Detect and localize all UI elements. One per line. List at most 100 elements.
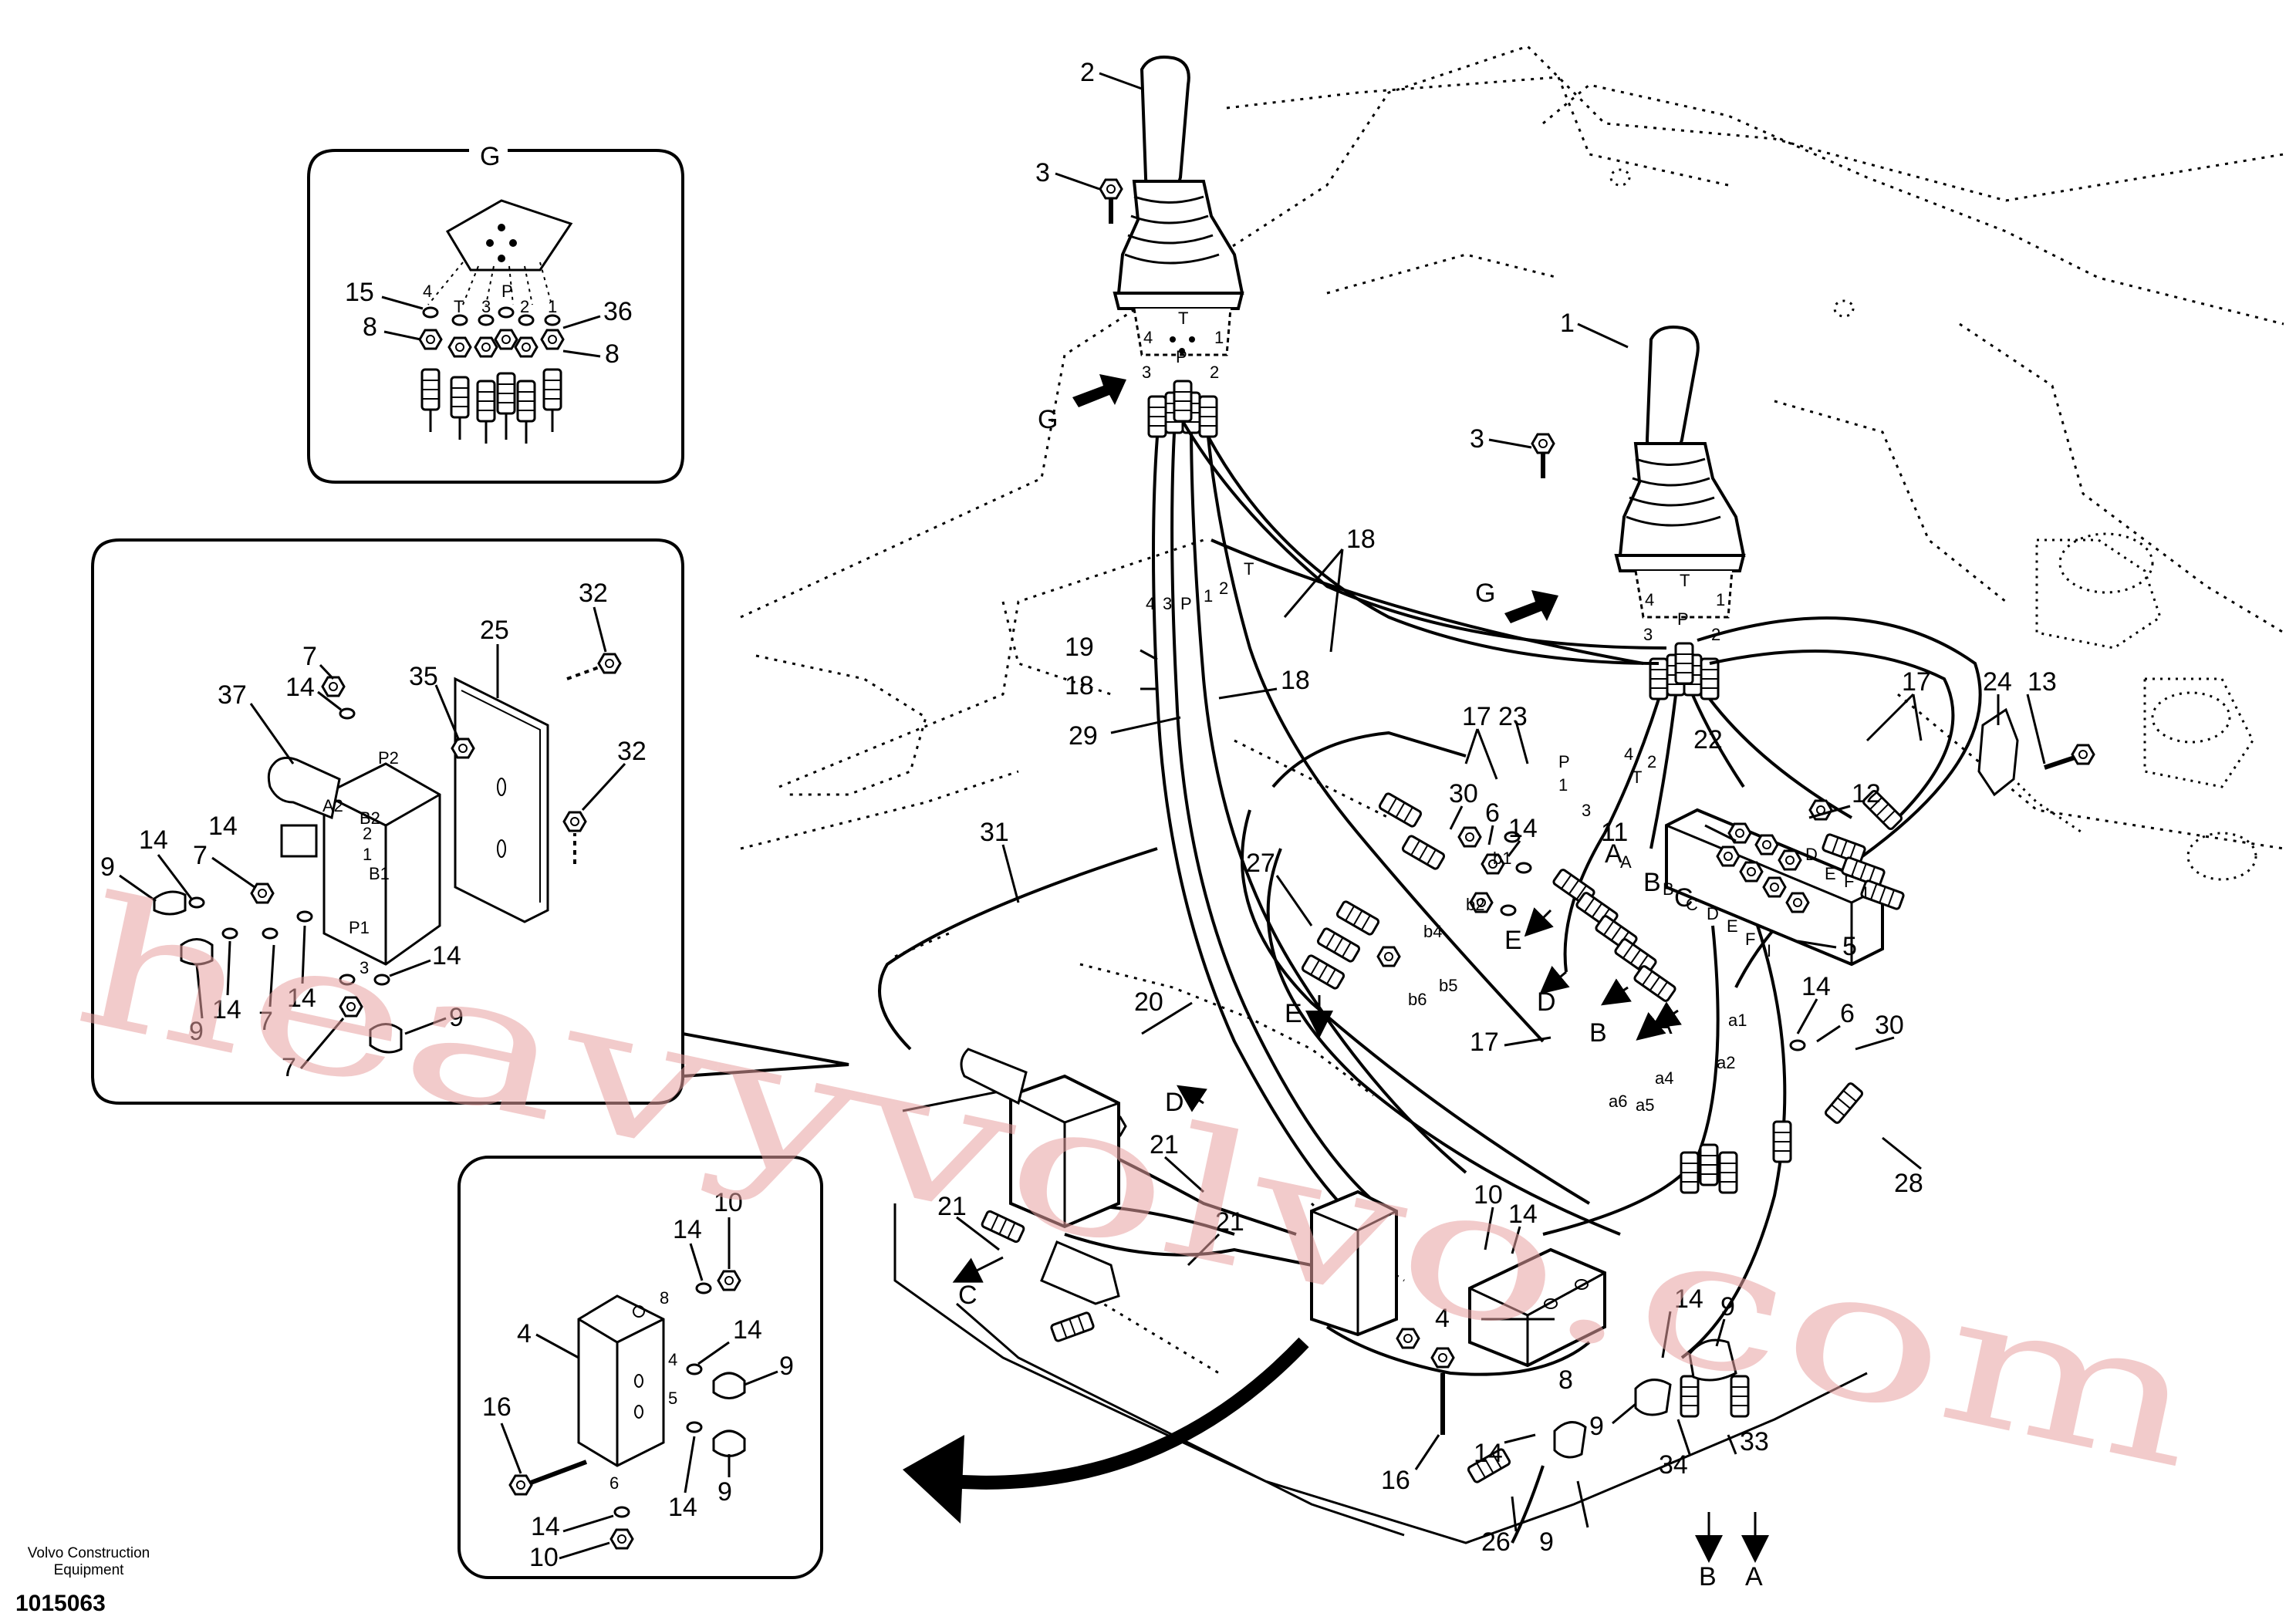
inset-valve-callout-7-bottom-a: 7 <box>258 1007 273 1036</box>
callout-20: 20 <box>1134 987 1163 1017</box>
manifold-port-c: C <box>1686 895 1698 914</box>
inset-valve-port-b2: B2 <box>360 808 380 828</box>
inset-valve-callout-9-left: 9 <box>100 852 115 882</box>
left-joystick-port-2: 2 <box>1210 363 1219 382</box>
label-d-lower: D <box>1537 987 1556 1017</box>
callout-14-lower-right: 14 <box>1674 1284 1703 1314</box>
inset-block-bolt-16 <box>523 1460 588 1487</box>
view-g-label-right: G <box>1475 579 1495 608</box>
inset-block-port-4: 4 <box>668 1350 677 1369</box>
manifold-port-d-right: D <box>1805 845 1818 864</box>
inset-block-port-8: 8 <box>660 1288 669 1308</box>
inset-valve-solenoid-block <box>322 762 441 966</box>
inset-valve-port-1: 1 <box>363 845 372 864</box>
inset-valve-callout-14-bottom-b: 14 <box>287 984 316 1013</box>
elbow-9 <box>1553 1338 1737 1459</box>
right-joystick-port-1: 1 <box>1716 590 1725 609</box>
inset-block-callout-4: 4 <box>517 1319 532 1348</box>
manifold-port-a: A <box>1620 852 1632 872</box>
inset-g-hose-fittings <box>420 368 562 423</box>
bolt-13 <box>2044 744 2095 770</box>
hose-port-p: P <box>1180 594 1192 613</box>
callout-4: 4 <box>1435 1304 1450 1333</box>
inset-block-callout-9-mid: 9 <box>779 1352 794 1381</box>
left-joystick-handle <box>1140 56 1190 195</box>
callout-9-bottom-left: 9 <box>1589 1412 1604 1441</box>
manifold-port-i: I <box>1767 941 1771 960</box>
inset-valve-port-p2: P2 <box>378 748 399 768</box>
inset-valve-callout-14-bottom-a: 14 <box>212 995 241 1024</box>
inset-block-detail: 8 4 5 6 10 14 4 14 9 16 14 9 14 10 <box>458 1156 823 1579</box>
callout-14-bottom: 14 <box>1474 1439 1503 1468</box>
inset-g-view-label: G <box>480 142 500 171</box>
shuttle-valve-20 <box>960 1048 1120 1305</box>
inset-valve-callout-35: 35 <box>409 662 438 691</box>
callout-30-right: 30 <box>1875 1011 1904 1040</box>
right-hose-port-1: 1 <box>1558 775 1568 795</box>
left-joystick-port-t: T <box>1178 309 1188 328</box>
port-a1-label: a1 <box>1728 1011 1747 1030</box>
inset-valve-callout-14-left: 14 <box>139 825 168 855</box>
right-joystick-1: T 4 1 3 P 2 <box>1614 326 1746 700</box>
outlet-b-label: B <box>1699 1562 1717 1591</box>
main-callouts <box>956 72 2046 1532</box>
port-b2-label: b2 <box>1466 895 1484 914</box>
callout-17-bottom: 17 <box>1470 1028 1499 1057</box>
callout-14-right: 14 <box>1801 972 1831 1001</box>
callout-5: 5 <box>1842 932 1857 961</box>
inset-valve-port-2: 2 <box>363 824 372 843</box>
valve-block-center <box>1310 1190 1398 1337</box>
right-hose-port-3: 3 <box>1582 801 1591 820</box>
port-a6-label: a6 <box>1609 1092 1627 1111</box>
port-b5-label: b5 <box>1439 976 1457 995</box>
callout-23: 23 <box>1498 702 1528 731</box>
inset-g-port-1: 1 <box>548 297 557 316</box>
outlet-a-label: A <box>1745 1562 1763 1591</box>
direction-arrows <box>952 907 1769 1563</box>
callout-1: 1 <box>1560 309 1575 338</box>
left-joystick-port-4: 4 <box>1143 328 1153 347</box>
callout-3-right: 3 <box>1470 424 1484 454</box>
callout-12: 12 <box>1852 779 1881 808</box>
inset-block-callout-10-bottom: 10 <box>529 1543 559 1572</box>
inset-block-callout-16: 16 <box>482 1392 512 1422</box>
right-hose-port-4: 4 <box>1624 744 1633 764</box>
inset-g-callout-8-left: 8 <box>363 312 377 342</box>
inset-valve-callout-25: 25 <box>480 616 509 645</box>
callout-18-top: 18 <box>1346 525 1376 554</box>
inset-valve-callout-7-left: 7 <box>193 841 208 870</box>
inset-block-callout-14-bottom-left: 14 <box>531 1512 560 1541</box>
manifold-port-e-right: E <box>1825 864 1836 883</box>
inset-valve-callout-9-bottom: 9 <box>189 1017 204 1046</box>
label-d-upper: D <box>1165 1088 1184 1117</box>
inset-valve-port-b1: B1 <box>369 864 390 883</box>
inset-block-callout-14-bottom-right: 14 <box>668 1493 697 1522</box>
hose-port-4: 4 <box>1146 594 1155 613</box>
left-joystick-2: T 4 1 3 P 2 <box>1113 56 1244 438</box>
inset-g-port-p: P <box>501 282 513 301</box>
inset-block-port-5: 5 <box>668 1389 677 1408</box>
manifold-block-5 <box>1665 808 1906 967</box>
inset-block-port-6: 6 <box>609 1473 619 1493</box>
callout-18-mid: 18 <box>1281 666 1310 695</box>
port-b4-label: b4 <box>1423 922 1442 941</box>
bolt-16 <box>1430 1347 1455 1435</box>
inset-valve-callout-14-top: 14 <box>285 673 315 702</box>
view-g-arrow-left <box>1072 374 1126 407</box>
inset-valve-solenoid-37 <box>267 756 341 820</box>
right-joystick-port-t: T <box>1680 571 1690 590</box>
label-a-upper: A <box>1605 839 1622 869</box>
inset-valve-bracket-25 <box>454 677 549 923</box>
right-joystick-port-p: P <box>1677 609 1689 629</box>
document-number: 1015063 <box>15 1591 106 1616</box>
callout-10: 10 <box>1474 1180 1503 1210</box>
port-b1-label: b1 <box>1493 849 1511 868</box>
port-labels: b1 b2 b4 b5 b6 a1 a2 a4 a5 a6 4 3 P 1 2 … <box>1146 559 1868 1115</box>
callout-3-left: 3 <box>1035 158 1050 187</box>
manifold-port-f-right: F <box>1844 872 1854 891</box>
inset-valve-callout-14-left-upper: 14 <box>208 812 238 841</box>
port-b6-label: b6 <box>1408 990 1427 1009</box>
inset-valve-callout-14-bottom-c: 14 <box>432 941 461 970</box>
hose-port-t: T <box>1244 559 1254 579</box>
